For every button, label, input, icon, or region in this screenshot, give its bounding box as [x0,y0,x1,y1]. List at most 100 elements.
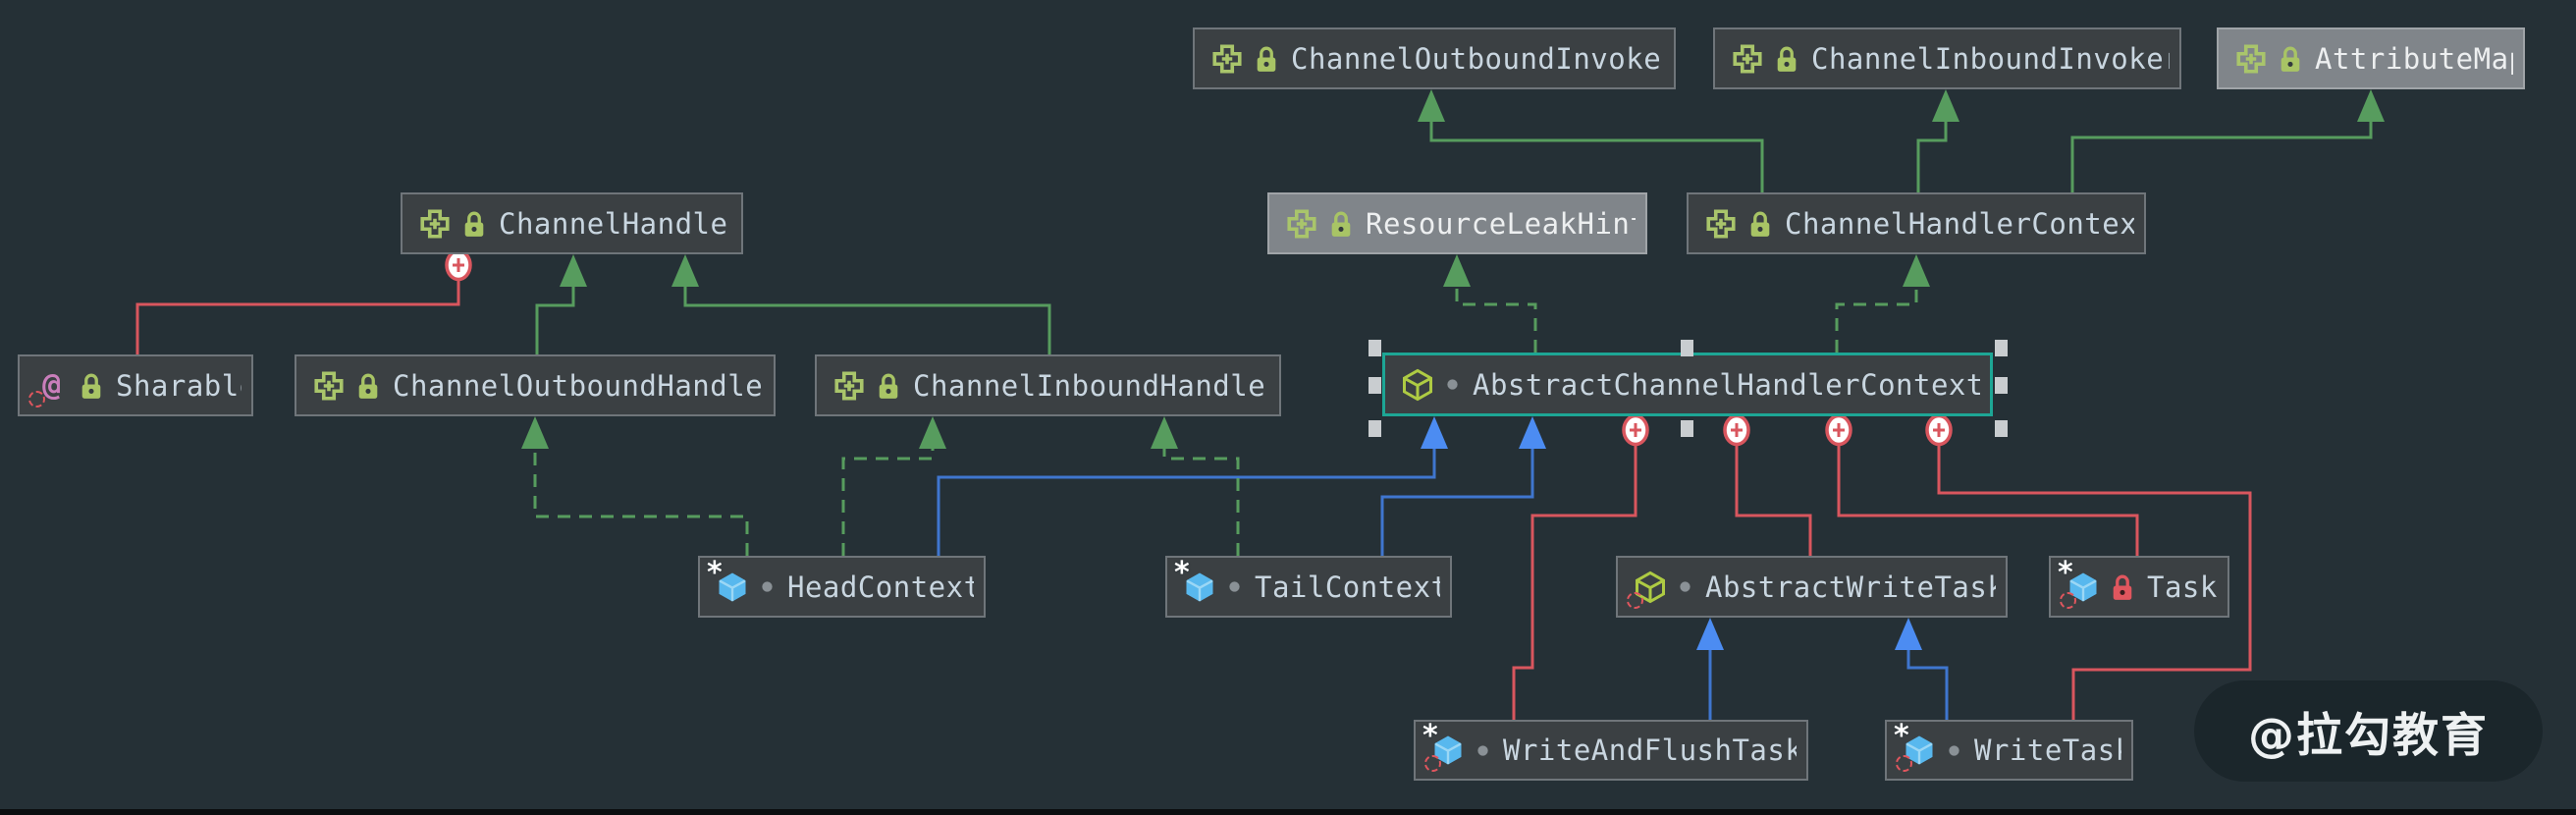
inheritance-arrowhead [671,254,699,287]
dot-badge [1227,579,1242,594]
lock-green-badge [877,371,900,401]
edge-channel-outbound-handler-to-channel-handler [535,282,575,354]
class-node-channel-inbound-invoker[interactable]: ChannelInboundInvoker [1713,27,2181,89]
watermark-text: @拉勾教育 [2248,709,2489,763]
class-name-label: WriteAndFlushTask [1503,734,1797,767]
final-class-icon [1434,735,1462,765]
edge-write-task-to-abstract-write-task [1906,645,1949,720]
interface-icon [1283,205,1320,243]
interface-icon [1729,40,1766,78]
interface-icon [420,208,450,239]
abstract-icon [1627,569,1669,609]
lock-green-badge [2279,44,2302,74]
class-node-channel-handler[interactable]: ChannelHandler [401,192,743,254]
class-node-write-task[interactable]: *WriteTask [1885,719,2133,781]
edge-head-context-to-abstract-channel-handler-context [937,444,1436,556]
class-name-label: ChannelHandlerContext [1785,206,2134,241]
abstract-class-icon [1636,570,1665,603]
inheritance-arrowhead [1895,618,1922,650]
lock-icon [1750,211,1770,237]
watermark-badge: @拉勾教育 [2194,680,2543,782]
edge-tail-context-to-channel-inbound-handler [1162,444,1240,556]
final-icon: * [2058,556,2102,609]
inner-class-plus-endpoint [1723,413,1750,447]
selection-resize-handle[interactable] [1681,420,1693,437]
interface-icon [1212,43,1242,74]
final-class-icon [2069,571,2097,602]
lock-green-badge [80,371,103,401]
interface-icon [1208,40,1246,78]
class-name-label: ChannelOutboundHandler [393,368,764,403]
interface-icon [834,370,864,401]
class-name-label: ResourceLeakHint [1366,206,1636,241]
lock-green-badge [1329,209,1353,239]
class-name-label: WriteTask [1974,734,2121,767]
interface-icon [314,370,344,401]
lock-green-badge [356,371,380,401]
final-class-icon [719,571,746,602]
class-node-channel-handler-context[interactable]: ChannelHandlerContext [1687,192,2146,254]
class-name-label: AttributeMap [2315,41,2513,76]
inheritance-arrowhead [1696,618,1724,650]
dot-badge [1678,579,1692,594]
lock-icon [464,211,484,237]
bottom-strip [0,809,2576,815]
inheritance-arrowhead [521,416,549,449]
inheritance-arrowhead [2357,89,2385,122]
edge-abstract-channel-handler-context-to-resource-leak-hint [1455,282,1537,353]
selection-resize-handle[interactable] [1368,340,1381,356]
lock-icon [2281,46,2300,72]
interface-icon [1287,208,1316,239]
edge-write-task-to-abstract-channel-handler-context [1937,444,2252,720]
package-private-dot [1477,744,1488,756]
class-node-abstract-channel-handler-context[interactable]: AbstractChannelHandlerContext [1382,353,1993,416]
class-node-resource-leak-hint[interactable]: ResourceLeakHint [1267,192,1647,254]
lock-icon [81,373,101,399]
edge-head-context-to-channel-inbound-handler [841,444,935,556]
edge-abstract-write-task-to-abstract-channel-handler-context [1735,444,1812,556]
abstract-class-icon [1403,368,1432,401]
svg-text:@: @ [42,368,62,403]
annotation-icon: @ [42,368,62,403]
lock-icon [879,373,898,399]
lock-icon [1331,211,1351,237]
class-node-tasks[interactable]: *Tasks [2049,556,2229,618]
selection-resize-handle[interactable] [1995,340,2008,356]
interface-icon [2236,43,2266,74]
interface-icon [2232,40,2270,78]
class-name-label: ChannelInboundInvoker [1811,41,2170,76]
edge-channel-handler-context-to-channel-inbound-invoker [1916,117,1948,192]
selection-resize-handle[interactable] [1368,377,1381,394]
class-node-channel-outbound-handler[interactable]: ChannelOutboundHandler [295,354,776,416]
class-node-attribute-map[interactable]: AttributeMap [2217,27,2525,89]
final-class-icon [1905,735,1933,765]
inheritance-arrowhead [1418,89,1445,122]
final-icon: * [1422,719,1467,772]
dot-badge [1476,743,1490,758]
lock-green-badge [1775,44,1798,74]
lock-green-badge [1255,44,1278,74]
class-node-sharable[interactable]: @ Sharable [18,354,253,416]
selection-resize-handle[interactable] [1995,420,2008,437]
lock-icon-red [2113,574,2132,600]
edge-write-and-flush-task-to-abstract-channel-handler-context [1512,444,1637,720]
inheritance-arrowhead [560,254,587,287]
inheritance-arrowhead [1932,89,1959,122]
class-node-channel-outbound-invoker[interactable]: ChannelOutboundInvoker [1193,27,1676,89]
class-node-channel-inbound-handler[interactable]: ChannelInboundHandler [815,354,1281,416]
inheritance-arrowhead [1903,254,1930,287]
selection-resize-handle[interactable] [1681,340,1693,356]
class-node-abstract-write-task[interactable]: AbstractWriteTask [1616,556,2008,618]
selection-resize-handle[interactable] [1995,377,2008,394]
selection-resize-handle[interactable] [1368,420,1381,437]
inheritance-arrowhead [1519,416,1546,449]
class-node-write-and-flush-task[interactable]: * WriteAndFlushTask [1414,719,1808,781]
dot-badge [1947,743,1961,758]
class-node-head-context[interactable]: *HeadContext [698,556,986,618]
class-name-label: Sharable [116,368,242,403]
inheritance-arrowhead [919,416,946,449]
class-node-tail-context[interactable]: *TailContext [1165,556,1452,618]
edge-tail-context-to-abstract-channel-handler-context [1380,444,1534,556]
class-name-label: AbstractWriteTask [1705,570,1996,604]
